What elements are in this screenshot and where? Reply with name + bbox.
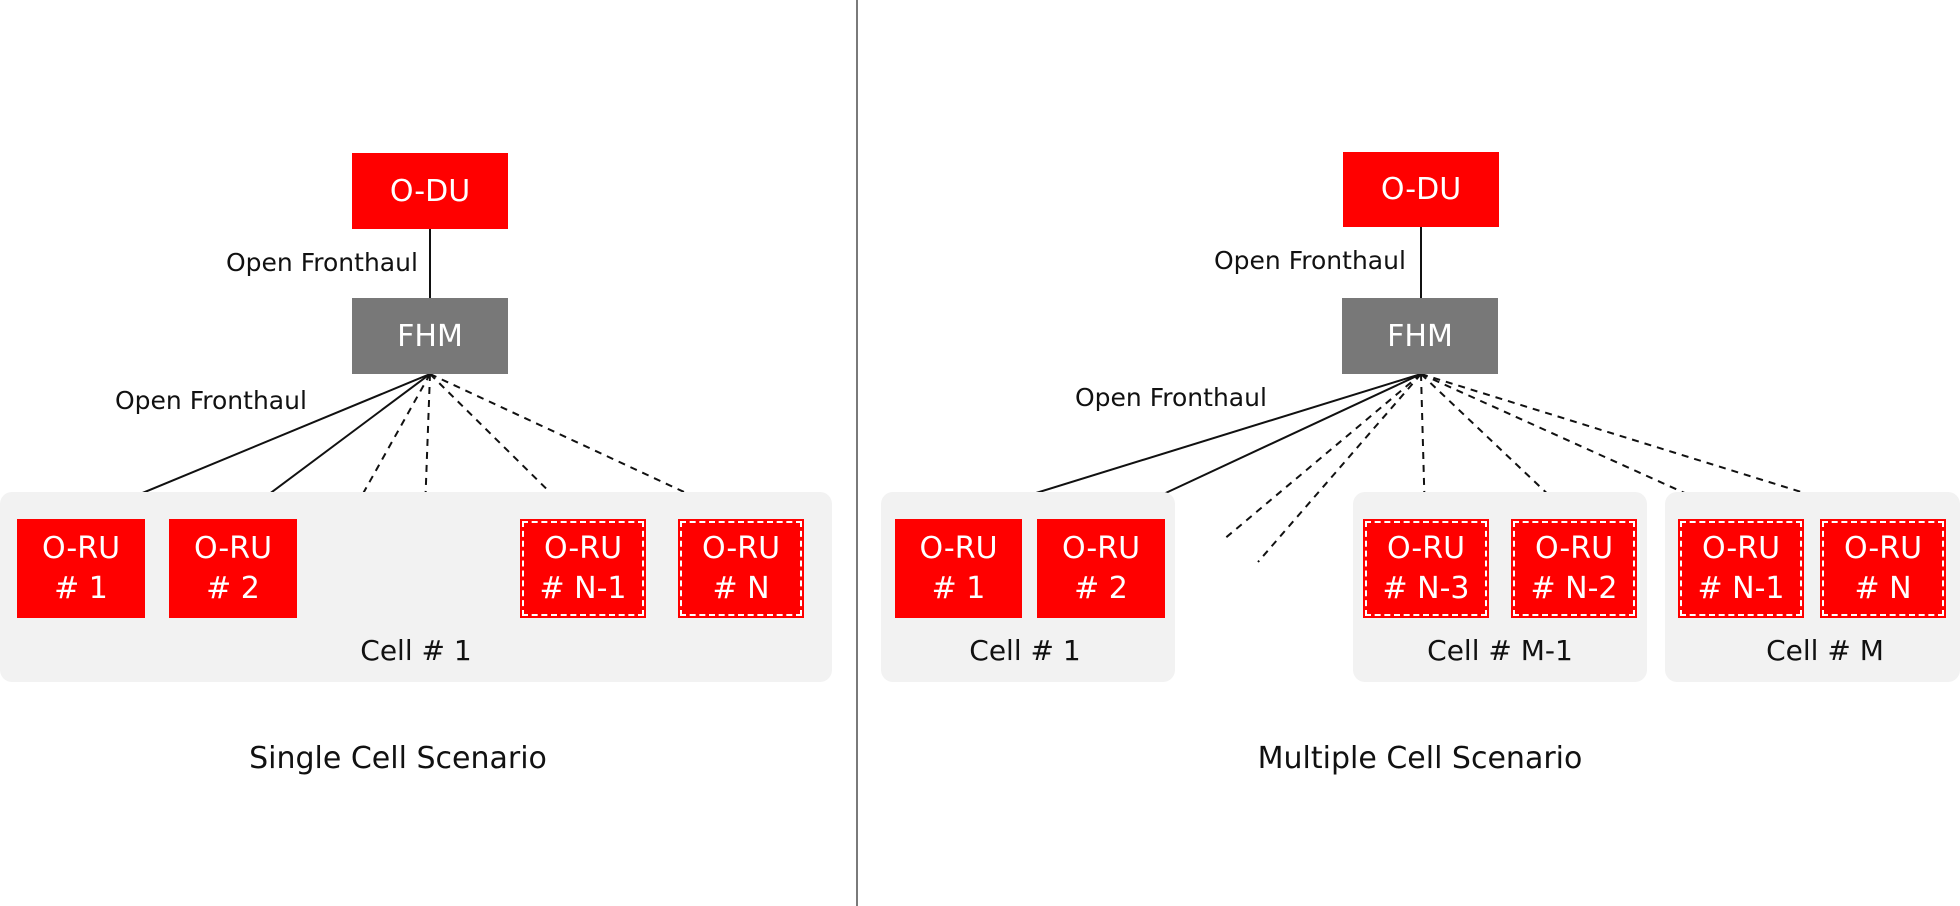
cell-label-m: Cell # M (1766, 634, 1884, 667)
oru-box-dashed: O-RU # N-1 (1678, 519, 1804, 618)
oru-index: # N-3 (1382, 570, 1470, 606)
oru-box-dashed: O-RU # N (678, 519, 804, 618)
open-fronthaul-label-top: Open Fronthaul (226, 248, 418, 277)
oru-name: O-RU (1843, 530, 1923, 566)
link-fhm-dots1-multi (1222, 373, 1422, 541)
oru-name: O-RU (1386, 530, 1466, 566)
cell-label-single: Cell # 1 (360, 634, 472, 667)
link-fhm-dots2-multi (1257, 373, 1422, 563)
odu-box-single: O-DU (352, 153, 508, 229)
cell-label-m-1: Cell # M-1 (1427, 634, 1573, 667)
oru-box-dashed: O-RU # N-3 (1363, 519, 1489, 618)
oru-name: O-RU (1534, 530, 1614, 566)
oru-box: O-RU # 1 (895, 519, 1022, 618)
open-fronthaul-label-bottom: Open Fronthaul (1075, 383, 1267, 412)
odu-label: O-DU (1380, 172, 1462, 207)
fhm-label: FHM (397, 318, 463, 354)
oru-box-dashed: O-RU # N (1820, 519, 1946, 618)
oru-box-dashed: O-RU # N-2 (1511, 519, 1637, 618)
odu-box-multi: O-DU (1343, 152, 1499, 227)
oru-name: O-RU (193, 530, 273, 566)
oru-box: O-RU # 2 (169, 519, 297, 618)
oru-index: # 1 (54, 570, 108, 606)
open-fronthaul-label-top: Open Fronthaul (1214, 246, 1406, 275)
oru-index: # N-1 (1697, 570, 1785, 606)
cell-label-1: Cell # 1 (969, 634, 1081, 667)
link-fhm-orun-single (429, 373, 741, 519)
oru-index: # N-1 (539, 570, 627, 606)
oru-box-dashed: O-RU # N-1 (520, 519, 646, 618)
oru-index: # 1 (931, 570, 986, 606)
oru-index: # 2 (1074, 570, 1128, 606)
scenario-title-single: Single Cell Scenario (249, 741, 547, 776)
oru-name: O-RU (919, 530, 998, 566)
oru-index: # N (1854, 570, 1912, 606)
scenario-title-multi: Multiple Cell Scenario (1257, 741, 1583, 776)
oru-name: O-RU (41, 530, 121, 566)
oru-box: O-RU # 1 (17, 519, 145, 618)
oru-box: O-RU # 2 (1037, 519, 1165, 618)
oru-index: # 2 (206, 570, 260, 606)
odu-label: O-DU (389, 173, 471, 209)
oru-index: # N (712, 570, 770, 606)
oru-name: O-RU (701, 530, 781, 566)
fhm-box-multi: FHM (1342, 298, 1498, 374)
scenario-divider (856, 0, 858, 906)
oru-name: O-RU (1701, 530, 1781, 566)
oru-name: O-RU (543, 530, 623, 566)
fhm-label: FHM (1387, 318, 1453, 354)
open-fronthaul-label-bottom: Open Fronthaul (115, 386, 307, 415)
oru-name: O-RU (1061, 530, 1141, 566)
fhm-box-single: FHM (352, 298, 508, 374)
oru-index: # N-2 (1530, 570, 1618, 606)
